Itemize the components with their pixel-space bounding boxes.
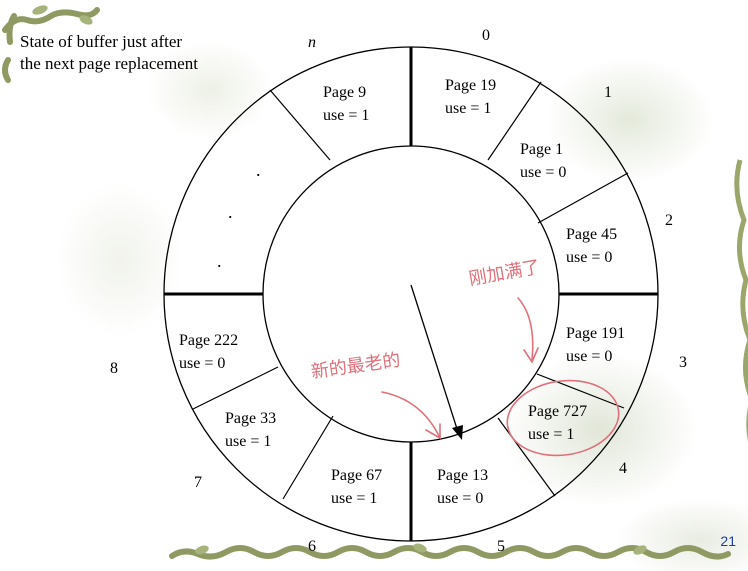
page-label: Page 9	[323, 84, 366, 101]
page-label: Page 67	[331, 467, 382, 484]
divider-7-8	[192, 366, 279, 410]
slot-page-1: Page 1 use = 0	[520, 141, 566, 181]
divider-3-4	[536, 373, 625, 409]
frame-label-7: 7	[194, 474, 202, 491]
divider-n-prev	[269, 89, 331, 161]
use-bit: use = 0	[566, 249, 612, 266]
annotation-arrowhead-left	[425, 423, 441, 440]
page-label: Page 19	[445, 77, 496, 94]
use-bit: use = 1	[528, 426, 574, 443]
annotation-arrow-left	[381, 391, 441, 439]
page-label: Page 191	[566, 325, 625, 342]
divider-6-7	[282, 415, 334, 500]
pointer-arrowhead	[452, 425, 463, 440]
use-bit: use = 1	[323, 107, 369, 124]
frame-label-6: 6	[308, 538, 316, 555]
use-bit: use = 1	[331, 490, 377, 507]
pointer-line	[410, 284, 459, 433]
slide-number: 21	[720, 533, 736, 549]
annotation-arrowhead-top	[523, 347, 539, 364]
use-bit: use = 1	[225, 433, 271, 450]
ellipsis-dot: .	[228, 202, 233, 222]
frame-label-2: 2	[665, 212, 673, 229]
slot-page-19: Page 19 use = 1	[445, 77, 496, 117]
slot-page-222: Page 222 use = 0	[179, 332, 238, 372]
frame-label-5: 5	[497, 538, 505, 555]
next-frame-pointer	[410, 284, 463, 440]
inner-ring	[262, 145, 560, 443]
page-label: Page 222	[179, 332, 238, 349]
slot-page-9: Page 9 use = 1	[323, 84, 369, 124]
annotation-arrow-top	[517, 297, 534, 361]
frame-label-4: 4	[619, 460, 627, 477]
circle-mark-page-727	[506, 379, 620, 457]
ellipsis-dot: .	[217, 251, 222, 271]
frame-label-0: 0	[482, 27, 490, 44]
divider-1-2	[537, 172, 629, 224]
page-slots: Page 9 use = 1 Page 19 use = 1 Page 1 us…	[179, 77, 625, 507]
use-bit: use = 0	[437, 490, 483, 507]
slot-page-727: Page 727 use = 1	[528, 403, 587, 443]
frame-label-3: 3	[679, 354, 687, 371]
slot-dividers	[192, 81, 629, 500]
use-bit: use = 1	[445, 100, 491, 117]
use-bit: use = 0	[179, 355, 225, 372]
page-label: Page 13	[437, 467, 488, 484]
handwritten-note-left: 新的最老的	[310, 350, 402, 382]
slot-page-33: Page 33 use = 1	[225, 410, 276, 450]
frame-labels: n 0 1 2 3 4 5 6 7 8	[110, 27, 687, 555]
handwritten-annotations	[381, 297, 620, 457]
slot-page-45: Page 45 use = 0	[566, 226, 617, 266]
page-label: Page 33	[225, 410, 276, 427]
use-bit: use = 0	[566, 348, 612, 365]
slot-page-67: Page 67 use = 1	[331, 467, 382, 507]
frame-label-8: 8	[110, 360, 118, 377]
divider-0-1	[487, 81, 542, 161]
divider-4-5	[497, 417, 556, 497]
ellipsis-dot: .	[256, 160, 261, 180]
handwritten-note-top: 刚加满了	[467, 257, 541, 289]
use-bit: use = 0	[520, 164, 566, 181]
caption: State of buffer just after the next page…	[20, 31, 198, 75]
slot-page-13: Page 13 use = 0	[437, 467, 488, 507]
page-label: Page 45	[566, 226, 617, 243]
slot-page-191: Page 191 use = 0	[566, 325, 625, 365]
page-label: Page 1	[520, 141, 563, 158]
caption-line-1: State of buffer just after	[20, 32, 183, 51]
quadrant-dividers	[164, 47, 658, 541]
frame-label-1: 1	[604, 84, 612, 101]
frame-label-n: n	[308, 34, 316, 51]
caption-line-2: the next page replacement	[20, 54, 198, 73]
page-label: Page 727	[528, 403, 587, 420]
